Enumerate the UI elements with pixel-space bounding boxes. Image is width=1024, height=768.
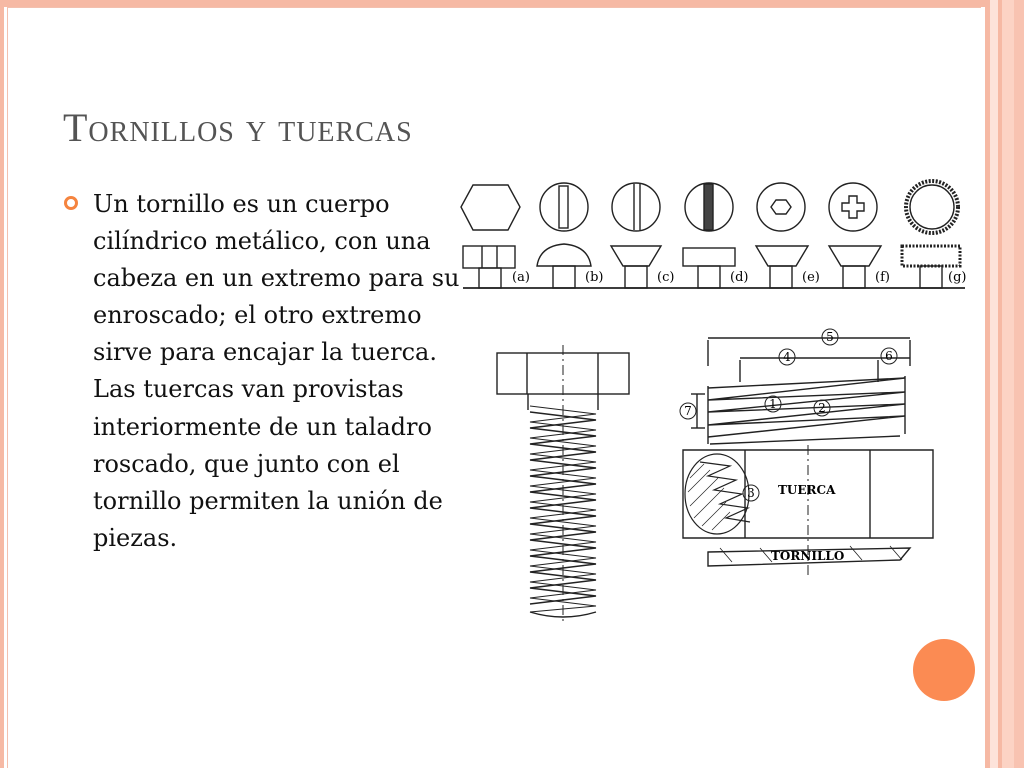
- slotted-head-icon: [611, 182, 661, 232]
- bolt-label: TORNILLO: [771, 549, 844, 563]
- frame-left-border: [0, 0, 4, 768]
- callout-markers: [679, 328, 898, 502]
- round-side-icon: [536, 243, 592, 289]
- slotted-head-icon: [684, 182, 734, 232]
- callout-number: 4: [783, 350, 791, 364]
- hex-head-icon: [460, 184, 521, 231]
- hex-bolt-drawing: [496, 345, 630, 625]
- callout-number: 3: [747, 486, 755, 500]
- slotted-head-icon: [539, 182, 589, 232]
- right-stripe: [1014, 0, 1024, 768]
- bolt-section-drawing: [707, 545, 912, 567]
- head-label: (f): [875, 270, 890, 285]
- phillips-head-icon: [828, 182, 878, 232]
- cheese-side-icon: [682, 247, 736, 289]
- right-stripe: [990, 0, 998, 768]
- nut-drawing: [682, 445, 934, 575]
- screw-nut-figure: (a) (b) (c) (d) (e) (f) (g): [460, 179, 966, 625]
- head-label: (g): [948, 270, 966, 285]
- socket-head-icon: [756, 182, 806, 232]
- frame-inner-line: [7, 7, 981, 768]
- head-label: (d): [730, 270, 748, 285]
- callout-number: 2: [818, 401, 826, 415]
- knurled-head-icon: [904, 179, 960, 235]
- callout-number: 1: [769, 397, 777, 411]
- hex-side-icon: [462, 245, 516, 289]
- callout-number: 6: [885, 349, 893, 363]
- bullet-text: Un tornillo es un cuerpo cilíndrico metá…: [93, 190, 460, 552]
- nut-label: TUERCA: [778, 483, 836, 497]
- callout-number: 7: [684, 404, 692, 418]
- head-label: (e): [802, 270, 820, 285]
- phillips-side-icon: [827, 245, 883, 289]
- bullet-ring-icon: [64, 196, 78, 210]
- head-label: (a): [512, 270, 530, 285]
- slide-title: Tornillos y tuercas: [63, 105, 413, 150]
- countersunk-side-icon: [609, 245, 663, 289]
- right-stripe: [985, 0, 990, 768]
- head-label: (b): [585, 270, 603, 285]
- thread-section-drawing: [691, 337, 911, 445]
- right-stripe: [1002, 0, 1014, 768]
- head-label: (c): [657, 270, 674, 285]
- callout-number: 5: [826, 330, 834, 344]
- socket-side-icon: [754, 245, 810, 289]
- right-stripe: [998, 0, 1002, 768]
- decorative-dot: [913, 639, 975, 701]
- frame-top-border: [0, 0, 985, 7]
